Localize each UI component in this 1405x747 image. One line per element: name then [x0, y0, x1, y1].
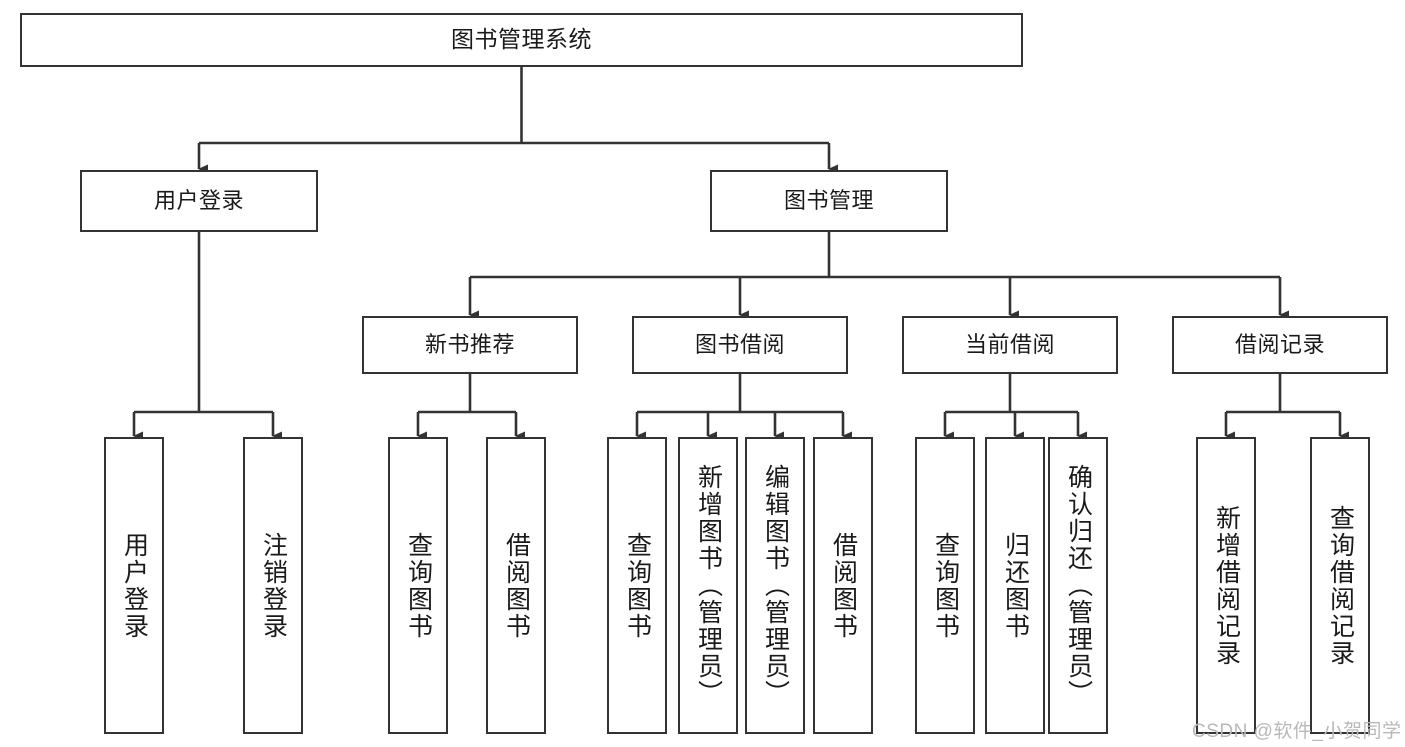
node-label: 编辑图书（管理员） [761, 464, 790, 707]
node-leaf-13[interactable]: 查询借阅记录 [1310, 437, 1370, 734]
node-label: 新增借阅记录 [1212, 504, 1241, 667]
node-leaf-10[interactable]: 归还图书 [985, 437, 1045, 734]
node-leaf-7[interactable]: 编辑图书（管理员） [745, 437, 805, 734]
node-label: 新书推荐 [424, 331, 515, 357]
csdn-watermark: CSDN @软件_小贺同学 [1192, 721, 1402, 742]
node-label: 查询图书 [404, 531, 433, 640]
node-newbook[interactable]: 新书推荐 [362, 316, 578, 374]
node-leaf-5[interactable]: 查询图书 [607, 437, 667, 734]
node-label: 借阅记录 [1234, 331, 1325, 357]
node-current[interactable]: 当前借阅 [902, 316, 1118, 374]
node-leaf-12[interactable]: 新增借阅记录 [1196, 437, 1256, 734]
node-label: 借阅图书 [829, 531, 858, 640]
node-label: 确认归还（管理员） [1064, 464, 1093, 707]
node-label: 用户登录 [153, 187, 244, 213]
node-leaf-11[interactable]: 确认归还（管理员） [1048, 437, 1108, 734]
node-label: 借阅图书 [502, 531, 531, 640]
node-root[interactable]: 图书管理系统 [20, 13, 1023, 67]
node-leaf-3[interactable]: 查询图书 [388, 437, 448, 734]
node-label: 注销登录 [259, 531, 288, 640]
node-leaf-8[interactable]: 借阅图书 [813, 437, 873, 734]
node-label: 图书借阅 [694, 331, 785, 357]
node-label: 新增图书（管理员） [694, 464, 723, 707]
node-login[interactable]: 用户登录 [80, 170, 318, 232]
node-leaf-6[interactable]: 新增图书（管理员） [678, 437, 738, 734]
node-leaf-4[interactable]: 借阅图书 [486, 437, 546, 734]
node-records[interactable]: 借阅记录 [1172, 316, 1388, 374]
node-leaf-2[interactable]: 注销登录 [243, 437, 303, 734]
node-label: 当前借阅 [964, 331, 1055, 357]
node-label: 图书管理 [783, 187, 874, 213]
node-borrow[interactable]: 图书借阅 [632, 316, 848, 374]
node-leaf-1[interactable]: 用户登录 [104, 437, 164, 734]
edge-layer [132, 67, 1349, 441]
node-label: 查询图书 [931, 531, 960, 640]
node-leaf-9[interactable]: 查询图书 [915, 437, 975, 734]
node-label: 查询借阅记录 [1326, 504, 1355, 667]
node-label: 用户登录 [120, 531, 149, 640]
node-bookmgmt[interactable]: 图书管理 [710, 170, 948, 232]
node-label: 查询图书 [623, 531, 652, 640]
node-label: 图书管理系统 [451, 26, 592, 53]
node-label: 归还图书 [1001, 531, 1030, 640]
